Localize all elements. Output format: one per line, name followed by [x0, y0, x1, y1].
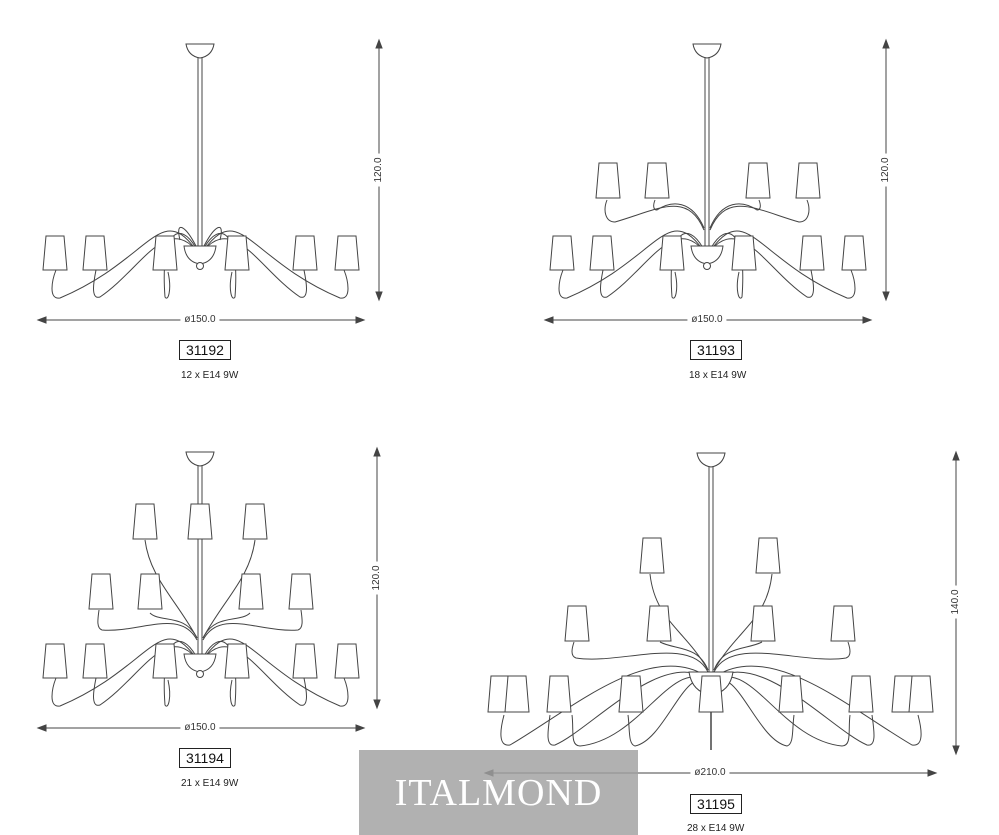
height-dimension-label: 120.0 [371, 561, 383, 595]
diameter-dimension-label: ø150.0 [180, 314, 220, 326]
brand-watermark: ITALMOND [359, 750, 638, 835]
lamp-spec: 28 x E14 9W [687, 823, 745, 834]
chandelier-drawing-31195 [470, 440, 999, 835]
product-panel-31193: 120.0 ø150.0 31193 18 x E14 9W [507, 0, 907, 400]
lamp-spec: 18 x E14 9W [689, 370, 747, 381]
product-code: 31195 [690, 794, 742, 814]
height-dimension-label: 120.0 [373, 153, 385, 187]
height-dimension-label: 120.0 [880, 153, 892, 187]
chandelier-drawing-31193 [507, 0, 907, 400]
lamp-spec: 12 x E14 9W [181, 370, 239, 381]
chandelier-drawing-31194 [0, 408, 400, 808]
diameter-dimension-label: ø150.0 [180, 722, 220, 734]
diameter-dimension-label: ø210.0 [690, 767, 730, 779]
height-dimension-label: 140.0 [950, 585, 962, 619]
product-code: 31192 [179, 340, 231, 360]
product-panel-31192: 120.0 ø150.0 31192 12 x E14 9W [0, 0, 400, 400]
lamp-spec: 21 x E14 9W [181, 778, 239, 789]
product-code: 31193 [690, 340, 742, 360]
product-code: 31194 [179, 748, 231, 768]
diameter-dimension-label: ø150.0 [687, 314, 727, 326]
product-panel-31194: 120.0 ø150.0 31194 21 x E14 9W [0, 408, 400, 808]
chandelier-drawing-31192 [0, 0, 400, 400]
product-panel-31195: 140.0 ø210.0 31195 28 x E14 9W [470, 440, 999, 835]
